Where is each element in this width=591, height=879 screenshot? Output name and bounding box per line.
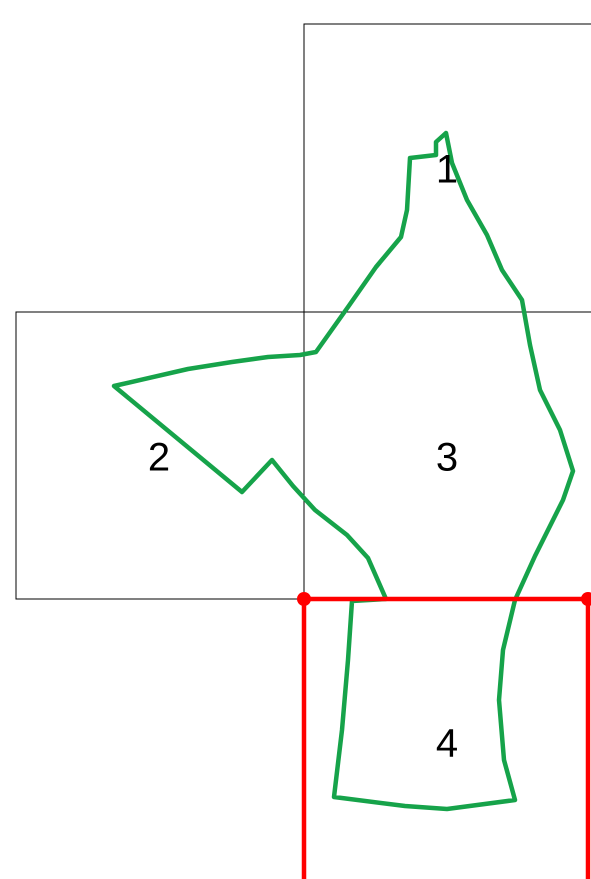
route-outline	[111, 130, 576, 812]
cell-4-corner-right	[581, 592, 591, 606]
cell-2-label: 2	[148, 436, 170, 480]
cell-4-corner-left	[297, 592, 311, 606]
cell-4-label: 4	[436, 722, 458, 766]
cell-4-boundary	[301, 596, 591, 879]
cell-1-label: 1	[436, 148, 458, 192]
cell-3-label: 3	[436, 436, 458, 480]
